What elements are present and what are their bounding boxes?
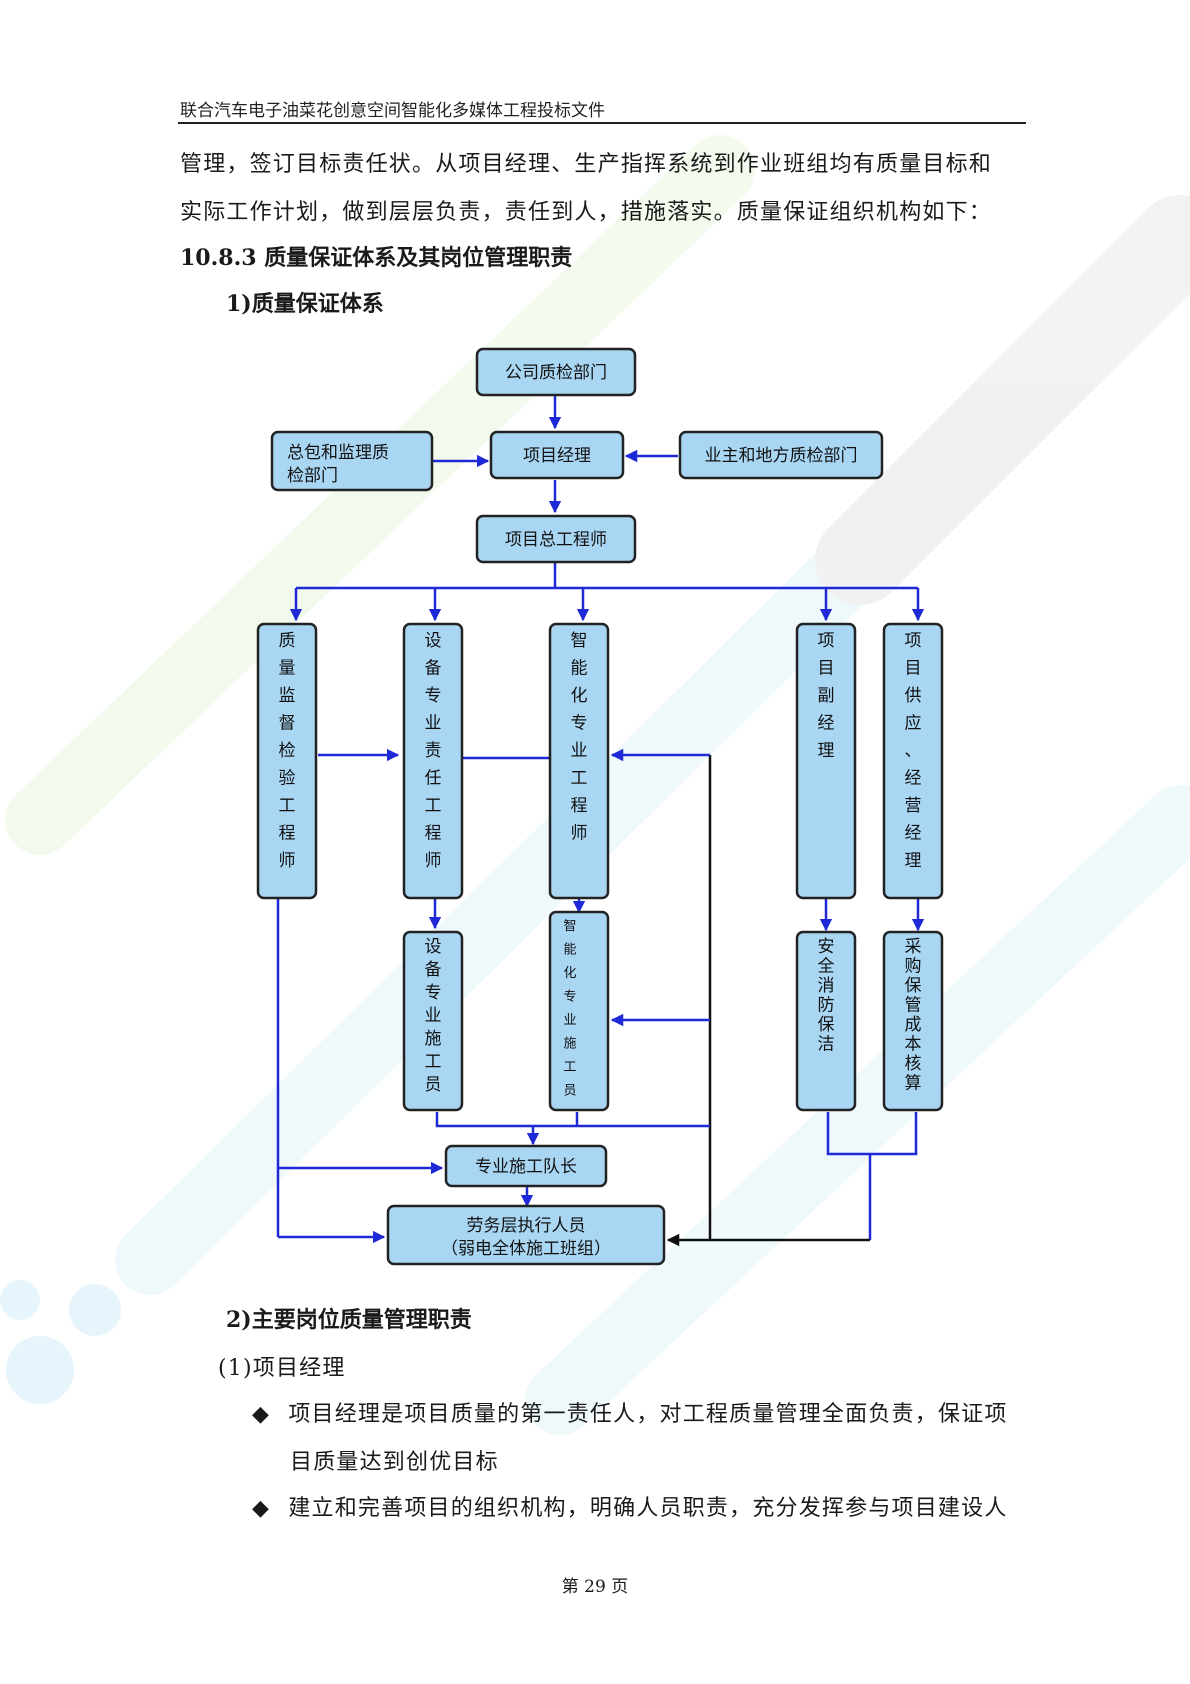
node-intelligent-worker: 智能化专业施工员 [548,910,610,1112]
node-intelligent-engineer: 智能化专业工程师 [548,622,610,900]
bullet-diamond-icon: ◆ [252,1402,271,1427]
header-divider [178,122,1026,124]
node-safety-label: 安全消防保洁 [818,937,835,1055]
node-team-leader-label: 专业施工队长 [475,1157,577,1177]
bullet-1-line-2: 目质量达到创优目标 [290,1450,499,1475]
node-supply-manager-label: 项目供应、经营经理 [905,631,922,871]
page-number: 第 29 页 [561,1577,629,1597]
bullet-1-text-1: 项目经理是项目质量的第一责任人，对工程质量管理全面负责，保证项 [288,1402,1008,1427]
line-equipment-worker-bus [435,1112,710,1128]
line-safety-procurement-join [826,1112,918,1156]
node-gc-supervision-label-1: 总包和监理质 [287,443,389,463]
section-number: 10.8.3 [180,245,257,271]
node-quality-engineer-label: 质量监督检验工程师 [279,631,296,871]
subsection-quality-system: 1)质量保证体系 [226,291,384,317]
node-deputy-manager-label: 项目副经理 [818,631,835,761]
bullet-2-text-1: 建立和完善项目的组织机构，明确人员职责，充分发挥参与项目建设人 [288,1496,1008,1521]
bullet-diamond-icon: ◆ [252,1496,271,1521]
node-gc-supervision: 总包和监理质 检部门 [270,430,434,492]
subsection-duties: 2)主要岗位质量管理职责 [226,1307,472,1333]
node-equipment-worker-label: 设备专业施工员 [425,937,442,1095]
node-chief-engineer: 项目总工程师 [475,514,637,564]
node-supply-manager: 项目供应、经营经理 [882,622,944,900]
bullet-2-line-1: ◆ 建立和完善项目的组织机构，明确人员职责，充分发挥参与项目建设人 [252,1490,1008,1522]
node-intelligent-engineer-label: 智能化专业工程师 [571,631,588,844]
section-title: 质量保证体系及其岗位管理职责 [264,245,573,271]
node-labor-label-2: （弱电全体施工班组） [441,1239,611,1259]
node-equipment-worker: 设备专业施工员 [402,930,464,1112]
intro-line-1: 管理，签订目标责任状。从项目经理、生产指挥系统到作业班组均有质量目标和 [180,152,993,177]
node-owner-qc-label: 业主和地方质检部门 [705,446,858,466]
node-company-qc-label: 公司质检部门 [505,363,607,383]
item-project-manager: (1)项目经理 [218,1356,346,1381]
header-title: 联合汽车电子油菜花创意空间智能化多媒体工程投标文件 [180,101,605,121]
node-equipment-engineer-label: 设备专业责任工程师 [425,631,442,871]
node-safety: 安全消防保洁 [795,930,857,1112]
chart-connectors [276,396,925,1247]
node-labor: 劳务层执行人员 （弱电全体施工班组） [386,1204,666,1266]
node-project-manager: 项目经理 [489,430,625,480]
node-company-qc: 公司质检部门 [475,347,637,397]
node-quality-engineer: 质量监督检验工程师 [256,622,318,900]
node-procurement-label: 采购保管成本核算 [905,937,922,1094]
node-chief-engineer-label: 项目总工程师 [505,530,607,550]
node-deputy-manager: 项目副经理 [795,622,857,900]
node-owner-qc: 业主和地方质检部门 [678,430,884,480]
node-project-manager-label: 项目经理 [523,446,591,466]
bullet-1-line-1: ◆ 项目经理是项目质量的第一责任人，对工程质量管理全面负责，保证项 [252,1396,1008,1428]
node-procurement: 采购保管成本核算 [882,930,944,1112]
node-intelligent-worker-label: 智能化专业施工员 [563,919,576,1099]
node-equipment-engineer: 设备专业责任工程师 [402,622,464,900]
section-heading: 10.8.3 质量保证体系及其岗位管理职责 [180,240,572,272]
node-team-leader: 专业施工队长 [444,1144,608,1188]
intro-line-2: 实际工作计划，做到层层负责，责任到人，措施落实。质量保证组织机构如下： [180,200,993,225]
node-labor-label-1: 劳务层执行人员 [467,1216,586,1236]
node-gc-supervision-label-2: 检部门 [287,466,338,486]
